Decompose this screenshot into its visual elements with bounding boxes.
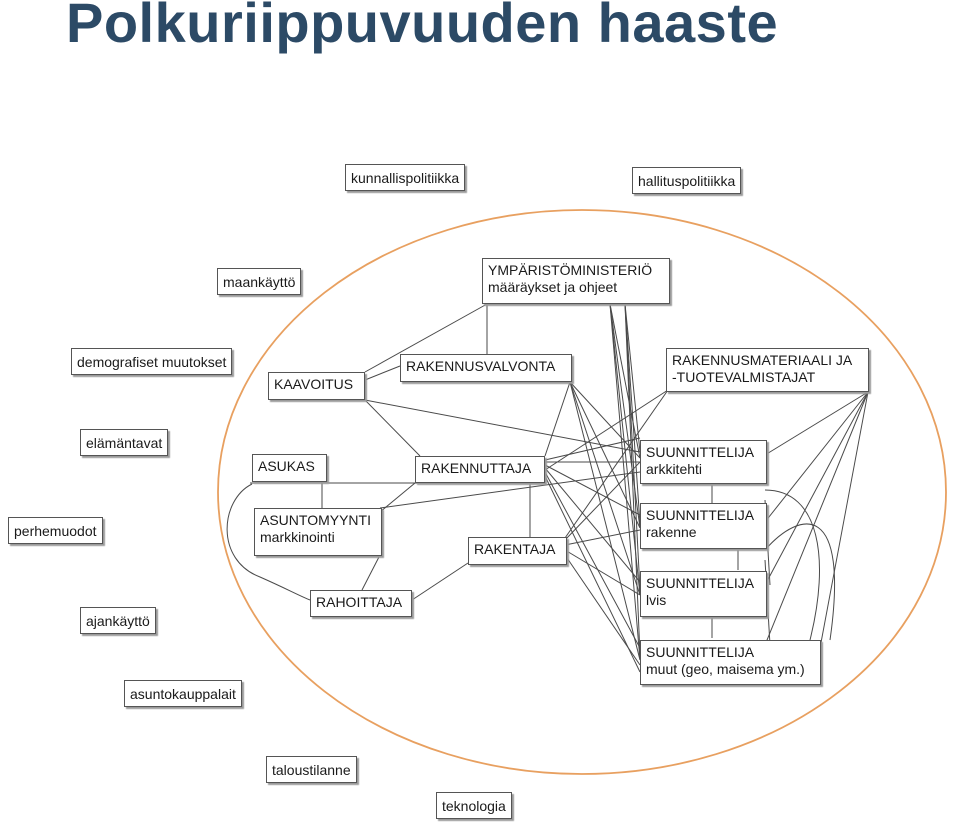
connection-lines [226, 303, 869, 673]
actor-title: RAKENTAJA [474, 541, 556, 557]
factor-asuntokauppalait: asuntokauppalait [124, 680, 242, 707]
actor-title: SUUNNITTELIJA [646, 507, 755, 523]
factor-demografiset-muutokset: demografiset muutokset [71, 348, 233, 375]
actor-title: RAKENNUSVALVONTA [406, 358, 556, 374]
factor-taloustilanne: taloustilanne [266, 756, 357, 783]
actor-subtitle: markkinointi [260, 529, 335, 545]
factor-ajankaytto: ajankäyttö [80, 607, 156, 634]
actor-rakennuttaja: RAKENNUTTAJA [415, 456, 545, 483]
factor-perhemuodot: perhemuodot [8, 517, 103, 544]
actor-title: KAAVOITUS [274, 376, 354, 392]
factor-kunnallispolitiikka: kunnallispolitiikka [345, 164, 466, 191]
factor-hallituspolitiikka: hallituspolitiikka [632, 167, 742, 194]
actor-kaavoitus: KAAVOITUS [268, 372, 365, 400]
actor-title: SUUNNITTELIJA [646, 444, 755, 460]
actor-title: YMPÄRISTÖMINISTERIÖ [488, 262, 653, 278]
actor-rahoittaja: RAHOITTAJA [310, 590, 412, 617]
actor-subtitle: määräykset ja ohjeet [488, 279, 618, 295]
system-boundary-ellipse [217, 209, 947, 775]
actor-title: ASUNTOMYYNTI [260, 512, 371, 528]
actor-subtitle: rakenne [646, 524, 697, 540]
slide-title: Polkuriippuvuuden haaste [66, 0, 779, 54]
actor-subtitle: muut (geo, maisema ym.) [646, 661, 805, 677]
actor-subtitle: lvis [646, 592, 667, 608]
actor-suunnittelija-muut: SUUNNITTELIJA muut (geo, maisema ym.) [640, 640, 821, 685]
factor-elamantavat: elämäntavat [80, 429, 169, 456]
actor-title: SUUNNITTELIJA [646, 644, 755, 660]
factor-maankaytto: maankäyttö [217, 268, 302, 295]
actor-ymparistoministerio: YMPÄRISTÖMINISTERIÖ määräykset ja ohjeet [482, 258, 670, 304]
actor-title: RAKENNUTTAJA [421, 460, 532, 476]
actor-asukas: ASUKAS [252, 454, 327, 482]
actor-title: SUUNNITTELIJA [646, 575, 755, 591]
actor-title: ASUKAS [258, 458, 315, 474]
actor-subtitle: arkkitehti [646, 461, 703, 477]
actor-suunnittelija-rakenne: SUUNNITTELIJA rakenne [640, 503, 767, 549]
actor-suunnittelija-lvis: SUUNNITTELIJA lvis [640, 571, 767, 617]
actor-rakennusmateriaali: RAKENNUSMATERIAALI JA -TUOTEVALMISTAJAT [666, 348, 869, 392]
factor-teknologia: teknologia [436, 792, 512, 819]
actor-rakentaja: RAKENTAJA [468, 537, 567, 565]
actor-title: RAKENNUSMATERIAALI JA [672, 352, 853, 368]
actor-suunnittelija-arkkitehti: SUUNNITTELIJA arkkitehti [640, 440, 767, 484]
actor-title: RAHOITTAJA [316, 594, 403, 610]
actor-subtitle: -TUOTEVALMISTAJAT [672, 369, 816, 385]
actor-asuntomyynti: ASUNTOMYYNTI markkinointi [254, 508, 382, 556]
actor-rakennusvalvonta: RAKENNUSVALVONTA [400, 354, 572, 382]
